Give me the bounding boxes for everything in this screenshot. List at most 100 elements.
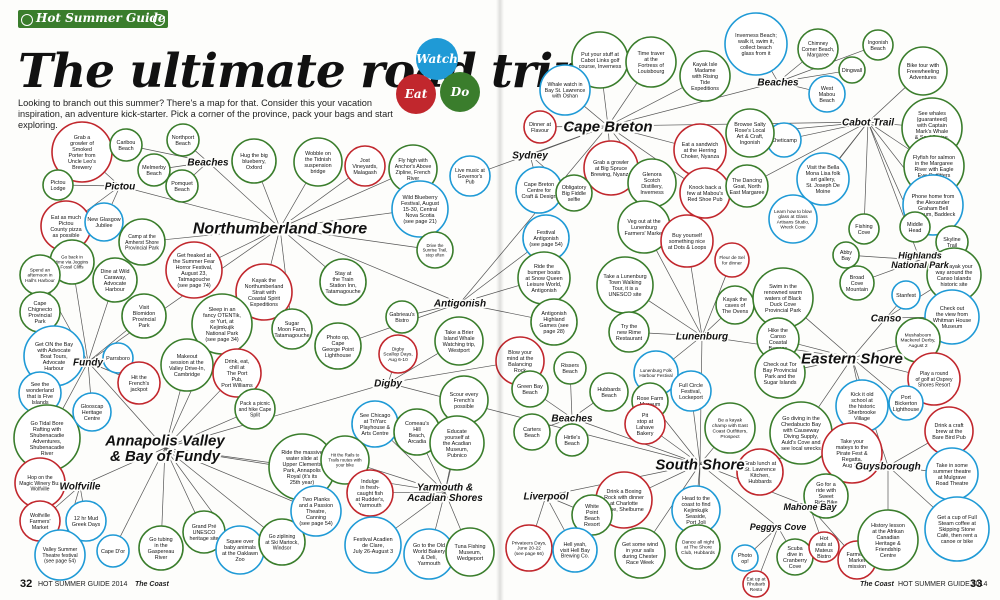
node-label: Cheticamp <box>771 138 797 144</box>
connector-line <box>488 125 609 170</box>
eat-node-circle <box>907 352 961 406</box>
connector-line <box>864 121 869 215</box>
do-node-circle <box>553 351 587 385</box>
eat-node-circle <box>742 570 770 598</box>
watch-node-circle <box>391 180 449 238</box>
connector-line <box>279 227 461 304</box>
node-privateers-days-june-20-22-see-page-66: Privateers Days,June 20-22(see page 66) <box>505 524 553 572</box>
connector-line <box>851 345 897 359</box>
do-node-circle <box>319 258 367 306</box>
connector-line <box>164 447 196 514</box>
do-node-circle <box>857 509 919 571</box>
do-node-circle <box>899 211 931 243</box>
do-node-circle <box>838 56 866 84</box>
region-label-canso: Canso <box>871 314 902 325</box>
connector-line <box>219 227 281 259</box>
do-node-circle <box>625 36 677 88</box>
connector-line <box>851 357 909 373</box>
node-stanfest: Stanfest <box>891 280 921 310</box>
connector-line <box>535 495 547 527</box>
connector-line <box>867 121 903 126</box>
footer-right-text: HOT SUMMER GUIDE 2014 <box>898 581 988 588</box>
connector-line <box>164 227 281 241</box>
connector-line <box>164 447 294 502</box>
footer-left-text: HOT SUMMER GUIDE 2014 <box>38 581 128 588</box>
region-label-sydney: Sydney <box>512 151 548 162</box>
region-label-lunenburg: Lunenburg <box>676 332 728 343</box>
do-node-circle <box>271 308 313 350</box>
node-label: Privateers Days,June 20-22(see page 66) <box>512 540 547 557</box>
connector-line <box>607 125 610 142</box>
connector-line <box>583 105 609 127</box>
connector-line <box>649 463 701 489</box>
connector-line <box>459 285 520 304</box>
do-node-circle <box>848 213 880 245</box>
region-label-annapolis-valley-bay-of-fundy: Annapolis Valley& Bay of Fundy <box>104 432 225 465</box>
connector-line <box>887 442 929 467</box>
watch-node-circle <box>808 75 846 113</box>
section-banner: Hot Summer Guide <box>18 10 168 28</box>
connector-line <box>426 452 446 493</box>
connector-line <box>777 526 787 542</box>
connector-line <box>607 82 638 127</box>
connector-line <box>193 161 209 176</box>
watch-node-circle <box>796 152 850 206</box>
